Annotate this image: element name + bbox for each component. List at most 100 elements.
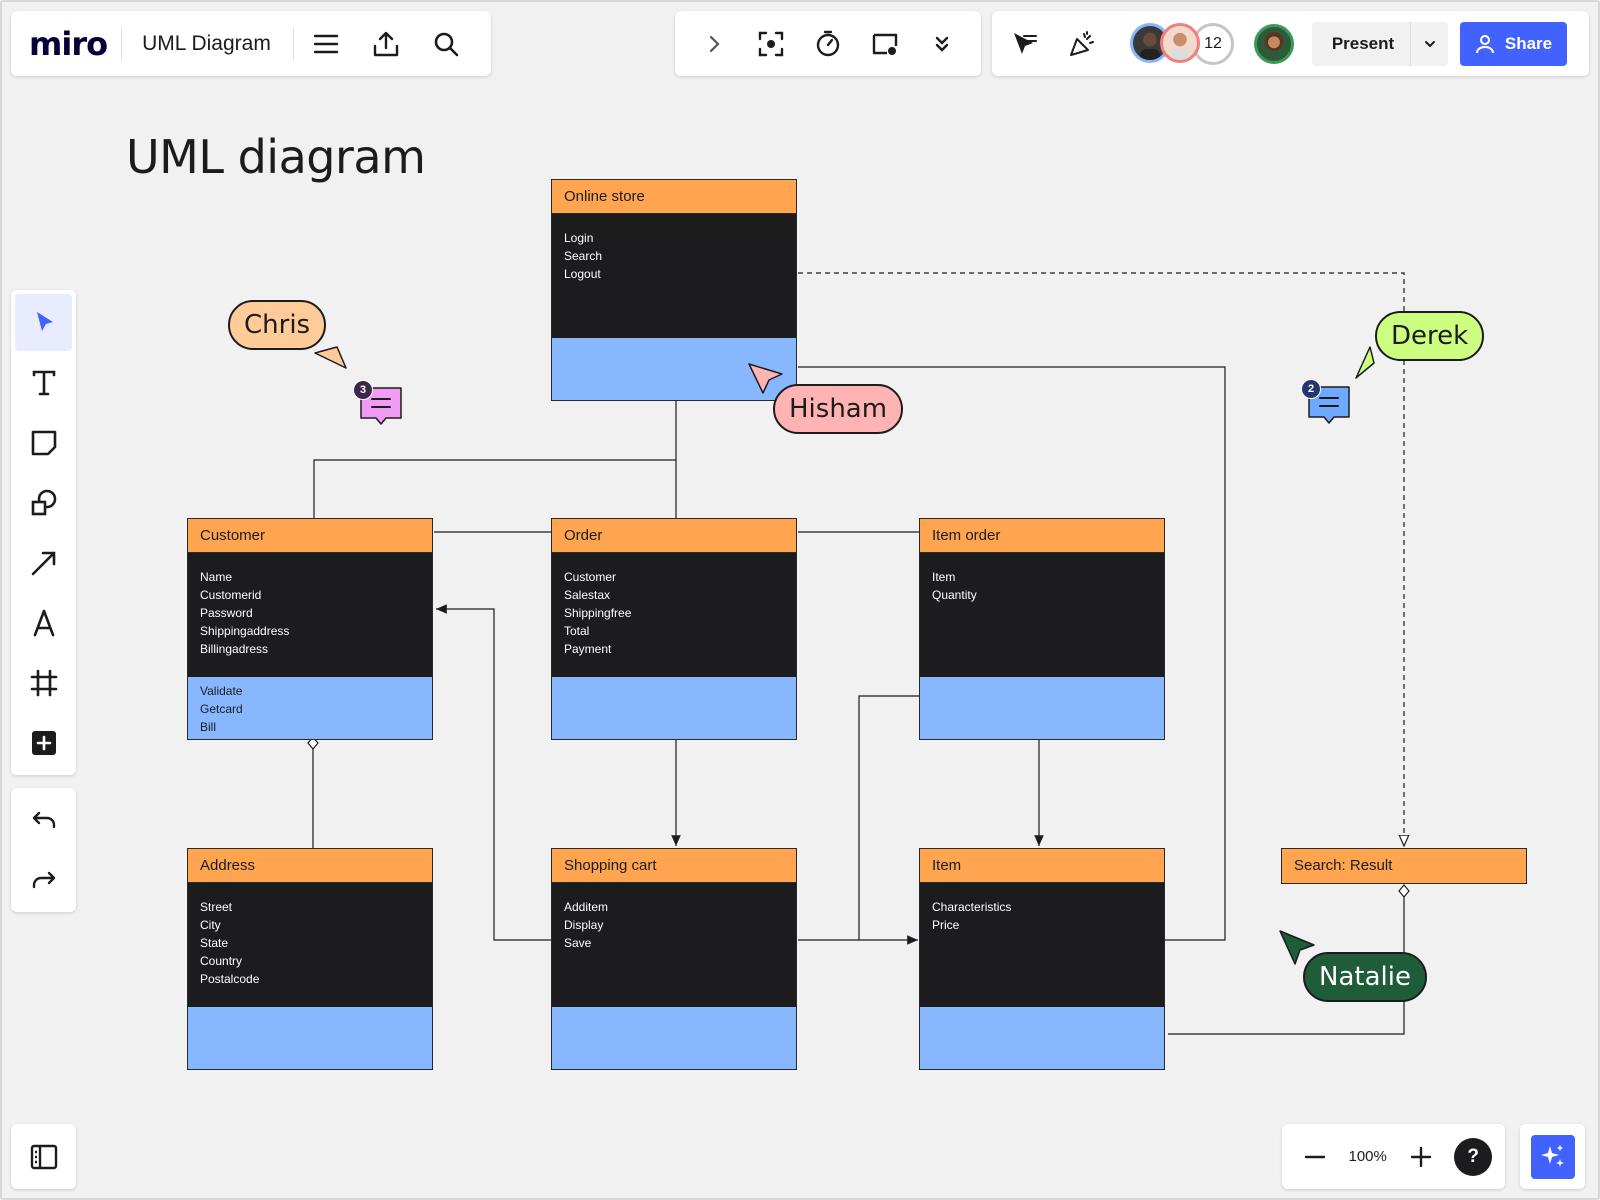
attribute: Salestax	[564, 588, 611, 602]
uml-class-item-order[interactable]: Item order Item Quantity	[919, 518, 1165, 740]
cursor-label-chris: Chris	[228, 300, 327, 350]
user-icon	[1475, 34, 1494, 53]
focus-button[interactable]	[751, 24, 791, 64]
class-operations: Validate Getcard Bill	[188, 677, 432, 739]
ai-assistant-panel	[1520, 1124, 1585, 1189]
comment-count-badge: 2	[1301, 379, 1321, 399]
uml-class-shopping-cart[interactable]: Shopping cart Additem Display Save	[551, 848, 797, 1070]
cursor-label-hisham: Hisham	[773, 384, 904, 434]
sticky-note-icon	[31, 430, 56, 455]
panel-toggle[interactable]	[11, 1124, 76, 1189]
shapes-tool[interactable]	[15, 474, 72, 531]
avatar[interactable]	[1254, 23, 1294, 64]
collaborator-avatars[interactable]: 12	[1130, 22, 1234, 65]
attribute: Quantity	[932, 588, 977, 602]
cursor-follow-button[interactable]	[1004, 24, 1044, 64]
comment-thread[interactable]: 3	[353, 380, 403, 430]
collaboration-toolbar	[675, 11, 981, 76]
board-heading[interactable]: UML diagram	[126, 130, 426, 184]
zoom-in-button[interactable]	[1401, 1137, 1441, 1177]
focus-icon	[758, 31, 783, 56]
plus-icon	[1410, 1146, 1431, 1167]
operation: Getcard	[200, 702, 243, 716]
sticky-note-tool[interactable]	[15, 414, 72, 471]
board-title[interactable]: UML Diagram	[142, 31, 271, 55]
uml-class-search-result[interactable]: Search: Result	[1281, 848, 1527, 884]
class-operations	[552, 1007, 796, 1069]
attribute: Customer	[564, 570, 617, 584]
attribute: Logout	[564, 267, 601, 281]
comment-count-badge: 3	[353, 380, 373, 400]
zoom-out-button[interactable]	[1295, 1137, 1335, 1177]
uml-class-item[interactable]: Item Characteristics Price	[919, 848, 1165, 1070]
search-button[interactable]	[426, 24, 466, 64]
creation-toolbar	[11, 290, 76, 775]
chevron-right-icon	[709, 35, 720, 52]
text-tool[interactable]	[15, 354, 72, 411]
share-button[interactable]: Share	[1460, 21, 1567, 66]
more-tools-button[interactable]	[922, 24, 962, 64]
uml-class-address[interactable]: Address Street City State Country Postal…	[187, 848, 433, 1070]
shapes-icon	[31, 489, 56, 515]
class-operations	[188, 1007, 432, 1069]
class-operations	[552, 677, 796, 739]
frame-tool[interactable]	[15, 654, 72, 711]
history-toolbar	[11, 788, 76, 912]
export-button[interactable]	[366, 24, 406, 64]
connector-store-item	[798, 366, 1226, 941]
aggregation-diamond-search	[1398, 884, 1410, 898]
more-apps-tool[interactable]	[15, 714, 72, 771]
class-attributes: Login Search Logout	[552, 214, 796, 338]
class-attributes: Street City State Country Postalcode	[188, 883, 432, 1007]
select-tool[interactable]	[15, 294, 72, 351]
present-dropdown[interactable]	[1410, 21, 1448, 66]
uml-class-online-store[interactable]: Online store Login Search Logout	[551, 179, 797, 401]
class-attributes: Item Quantity	[920, 553, 1164, 677]
undo-button[interactable]	[15, 792, 72, 849]
divider	[121, 27, 123, 60]
minus-icon	[1304, 1155, 1326, 1158]
pen-tool[interactable]	[15, 594, 72, 651]
attribute: Street	[200, 900, 233, 914]
attribute: Additem	[564, 900, 609, 914]
comment-icon	[1308, 386, 1350, 424]
miro-logo[interactable]: miro	[29, 24, 108, 63]
uml-class-customer[interactable]: Customer Name Customerid Password Shippi…	[187, 518, 433, 740]
help-button[interactable]: ?	[1454, 1137, 1493, 1176]
connector-store-search-dashed	[798, 272, 1404, 846]
hamburger-icon	[313, 34, 339, 53]
comment-icon	[360, 387, 402, 425]
cursor-arrow-icon	[36, 311, 53, 331]
connector-itemorder-item-side	[858, 695, 920, 940]
attribute: Total	[564, 624, 590, 638]
text-icon	[32, 370, 55, 395]
pointer-icon	[1014, 32, 1037, 54]
connection-line-tool[interactable]	[15, 534, 72, 591]
pen-icon	[33, 609, 54, 636]
timer-button[interactable]	[808, 24, 848, 64]
connector-store-customer	[313, 459, 676, 518]
ai-assistant-button[interactable]	[1530, 1134, 1575, 1179]
cursor-label-natalie: Natalie	[1303, 952, 1427, 1002]
frame-card-icon	[872, 33, 898, 55]
party-popper-icon	[1070, 30, 1094, 56]
class-attributes: Additem Display Save	[552, 883, 796, 1007]
divider	[292, 27, 294, 60]
menu-button[interactable]	[306, 24, 346, 64]
comment-thread[interactable]: 2	[1301, 379, 1351, 429]
double-chevron-down-icon	[936, 36, 949, 52]
card-button[interactable]	[865, 24, 905, 64]
avatar[interactable]	[1160, 22, 1200, 63]
attribute: Password	[200, 606, 253, 620]
celebrate-button[interactable]	[1062, 24, 1102, 64]
attribute: City	[200, 918, 221, 932]
redo-button[interactable]	[15, 852, 72, 909]
arrow-diagonal-icon	[31, 551, 55, 575]
class-name: Address	[188, 849, 432, 883]
cursor-pointer-icon	[748, 363, 783, 394]
uml-class-order[interactable]: Order Customer Salestax Shippingfree Tot…	[551, 518, 797, 740]
expand-button[interactable]	[694, 24, 734, 64]
zoom-level[interactable]: 100%	[1348, 1148, 1387, 1165]
present-button[interactable]: Present	[1312, 21, 1448, 66]
